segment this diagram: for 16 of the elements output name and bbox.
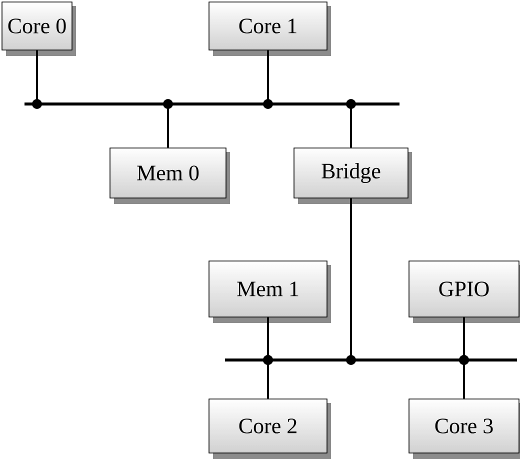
connector xyxy=(263,50,273,109)
connector xyxy=(32,50,42,109)
connector xyxy=(346,198,356,365)
component-box: Core 0 xyxy=(2,2,76,56)
component-box: Mem 1 xyxy=(208,260,331,323)
component-box: Mem 0 xyxy=(110,148,230,204)
component-box: Core 2 xyxy=(208,398,331,459)
component-box: Core 3 xyxy=(408,398,520,459)
connector xyxy=(163,99,173,148)
component-box: GPIO xyxy=(408,260,520,323)
component-box: Bridge xyxy=(294,148,412,204)
bus-line xyxy=(225,358,517,362)
connector xyxy=(346,99,356,148)
connector xyxy=(263,355,273,399)
connector xyxy=(459,355,469,399)
component-box: Core 1 xyxy=(208,2,331,56)
